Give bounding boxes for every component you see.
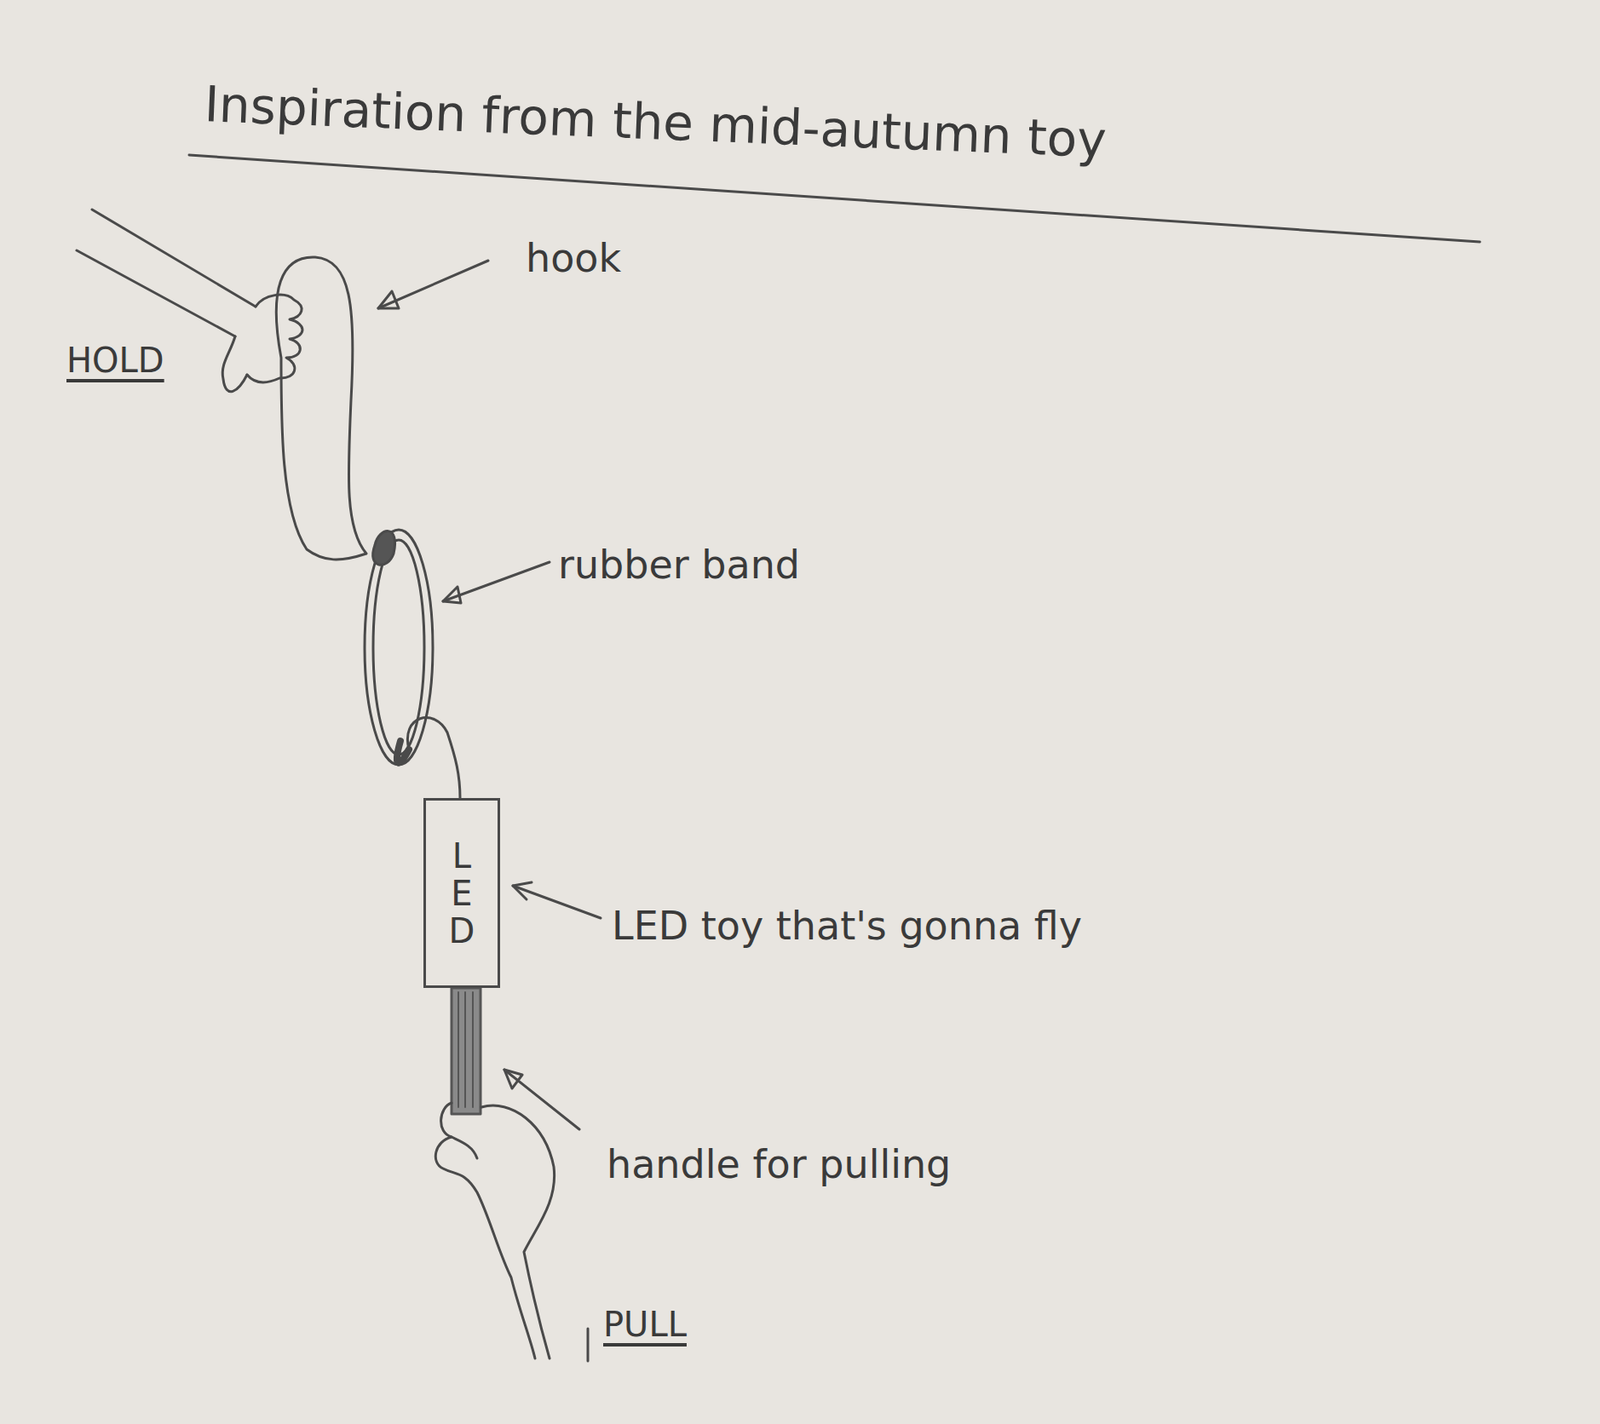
rubber-band xyxy=(373,540,425,755)
pull-handle xyxy=(451,988,481,1115)
leader-line xyxy=(504,1070,580,1130)
leader-head xyxy=(443,587,461,604)
arm-line xyxy=(76,250,236,337)
rubber-band xyxy=(364,529,433,766)
hook xyxy=(276,257,367,560)
leader-head xyxy=(378,291,399,309)
led-hook-knot xyxy=(397,741,409,764)
leader-line xyxy=(378,260,489,309)
arm-line xyxy=(587,1329,590,1362)
part-label: LED toy that's gonna fly xyxy=(611,903,1083,950)
part-label: handle for pulling xyxy=(606,1141,951,1188)
title-underline xyxy=(189,155,1480,242)
handle-hatch xyxy=(458,992,473,1108)
leader-head xyxy=(504,1070,523,1089)
action-label: HOLD xyxy=(66,340,165,380)
pulling-hand xyxy=(435,1103,536,1359)
led-text: LED xyxy=(444,837,479,950)
part-label: rubber band xyxy=(558,541,800,588)
diagram-title: Inspiration from the mid-autumn toy xyxy=(203,74,1108,169)
band-knot xyxy=(373,531,396,566)
holding-thumb xyxy=(222,336,248,392)
leader-head xyxy=(512,882,532,900)
action-label: PULL xyxy=(603,1305,687,1345)
part-label: hook xyxy=(525,235,622,282)
led-box: LED xyxy=(423,798,501,989)
arm-line xyxy=(92,209,256,307)
led-hook xyxy=(407,718,461,799)
pulling-finger xyxy=(451,1137,478,1159)
leader-line xyxy=(512,886,601,919)
holding-hand xyxy=(247,294,303,383)
